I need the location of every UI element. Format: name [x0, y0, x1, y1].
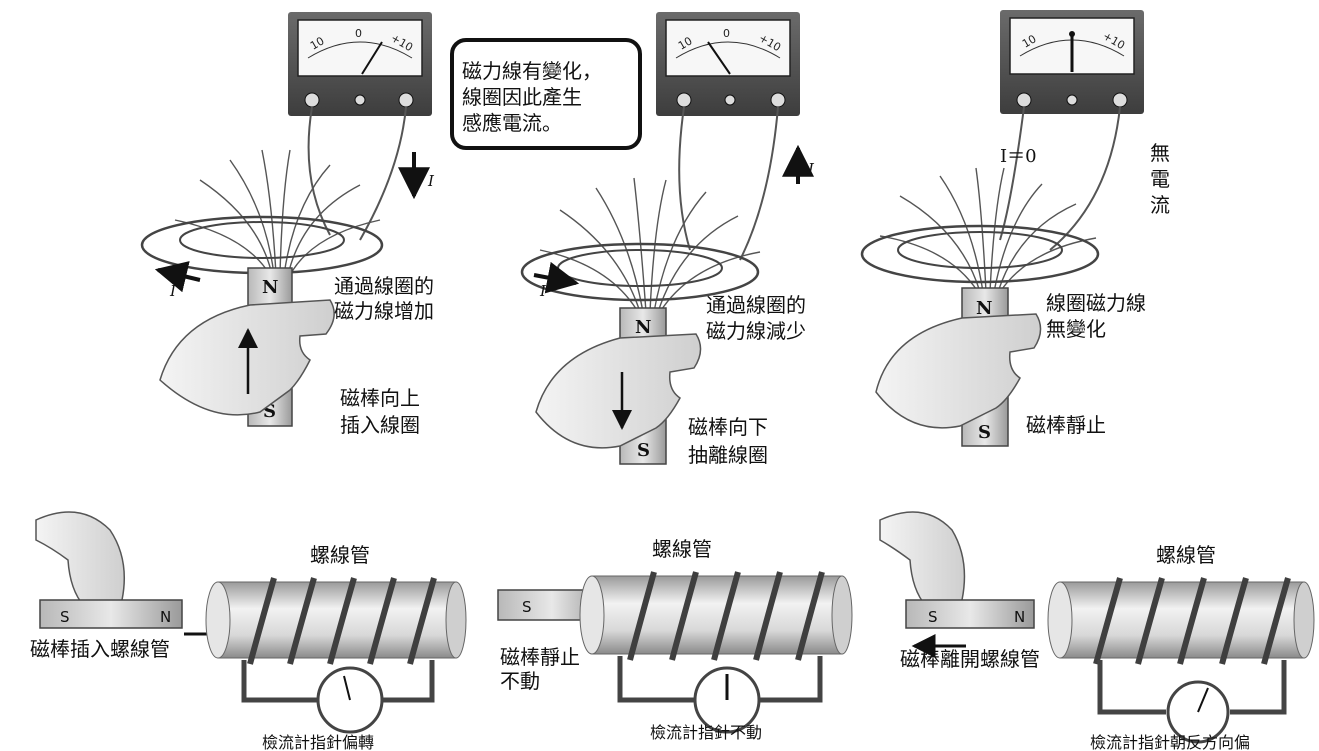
field-lines-3	[879, 167, 1097, 293]
no-current-char-3: 流	[1150, 193, 1170, 217]
pole-n-2: N	[635, 317, 651, 338]
solenoid-panel-3: S N 磁棒離開螺線管 螺線管 檢流計指針朝反方向偏	[879, 511, 1315, 751]
magnet-action-1a: 磁棒向上	[340, 386, 420, 410]
through-coil-label-2a: 通過線圈的	[706, 293, 806, 317]
meter2-mark-zero: 0	[723, 27, 730, 40]
pole-s-2: S	[637, 440, 650, 461]
panel-3-magnet-still: 10 +10 I＝0 無 電 流 N S 線圈磁力線	[860, 10, 1170, 447]
sol3-action: 磁棒離開螺線管	[900, 647, 1040, 671]
pole-n-3: N	[976, 298, 992, 319]
sol1-title: 螺線管	[310, 543, 370, 567]
hand-3	[875, 313, 1042, 429]
magnet-action-2a: 磁棒向下	[688, 415, 768, 439]
sol2-action-b: 不動	[500, 669, 540, 693]
callout-line-3: 感應電流。	[462, 111, 562, 135]
meter3-mark-left: 10	[1020, 32, 1039, 50]
meter2-needle	[707, 41, 731, 75]
current-zero-label: I＝0	[1000, 146, 1037, 167]
hand-2	[535, 333, 702, 449]
galvanometer-1: 10 0 +10	[288, 12, 432, 116]
bar-magnet-4	[39, 599, 183, 629]
sol3-title: 螺線管	[1156, 543, 1216, 567]
sol2-title: 螺線管	[652, 537, 712, 561]
galvanometer-3: 10 +10	[1000, 10, 1144, 114]
sol1-pole-s: S	[60, 608, 70, 626]
panel-2-magnet-withdrawing: 磁力線有變化， 線圈因此產生 感應電流。 10 0 +10	[450, 12, 815, 467]
magnet-still-label: 磁棒靜止	[1026, 413, 1106, 437]
current-symbol-2b: I	[539, 282, 547, 300]
meter-mark-left: 10	[308, 34, 327, 52]
no-current-char-1: 無	[1150, 141, 1170, 165]
callout-line-1: 磁力線有變化，	[462, 59, 602, 83]
meter-mark-zero: 0	[355, 27, 362, 40]
galvanometer-2: 10 0 +10	[656, 12, 800, 116]
callout-box	[450, 38, 642, 150]
sol2-pole-s: S	[522, 598, 532, 616]
sol1-meter-label: 檢流計指針偏轉	[262, 733, 374, 751]
through-coil-label-1a: 通過線圈的	[334, 274, 434, 298]
through-coil-label-1b: 磁力線增加	[334, 299, 434, 323]
sol1-pole-n: N	[160, 608, 171, 626]
sol2-action-a: 磁棒靜止	[500, 645, 580, 669]
meter-needle	[361, 41, 383, 75]
no-current-char-2: 電	[1150, 167, 1170, 191]
through-coil-label-2b: 磁力線減少	[706, 319, 806, 343]
sol1-action: 磁棒插入螺線管	[30, 637, 170, 661]
solenoid-panel-1: S N 磁棒插入螺線管 螺線管 檢流計指針偏轉	[30, 511, 467, 751]
solenoid-panel-2: 螺線管 S 磁棒靜止 不動 檢流計指針不動	[497, 537, 853, 742]
current-symbol-1: I	[427, 172, 435, 190]
sol3-meter-label: 檢流計指針朝反方向偏	[1090, 733, 1250, 751]
bar-magnet-6	[905, 599, 1035, 629]
panel-1-magnet-inserting: 10 0 +10 I I N	[140, 12, 435, 437]
pole-s-3: S	[978, 422, 991, 443]
callout-line-2: 線圈因此產生	[462, 85, 582, 109]
magnet-action-1b: 插入線圈	[340, 413, 420, 437]
hand-4	[35, 511, 125, 607]
sol3-pole-s: S	[928, 608, 938, 626]
hand-5	[879, 511, 966, 607]
current-symbol-2: I	[807, 160, 815, 178]
coil-no-change-a: 線圈磁力線	[1046, 291, 1146, 315]
magnet-action-2b: 抽離線圈	[688, 443, 768, 467]
sol3-pole-n: N	[1014, 608, 1025, 626]
field-lines-1	[174, 149, 381, 276]
sol2-meter-label: 檢流計指針不動	[650, 723, 762, 742]
current-symbol-1b: I	[169, 282, 177, 300]
meter2-mark-left: 10	[676, 34, 695, 52]
pole-n-1: N	[262, 277, 278, 298]
coil-no-change-b: 無變化	[1046, 317, 1106, 341]
